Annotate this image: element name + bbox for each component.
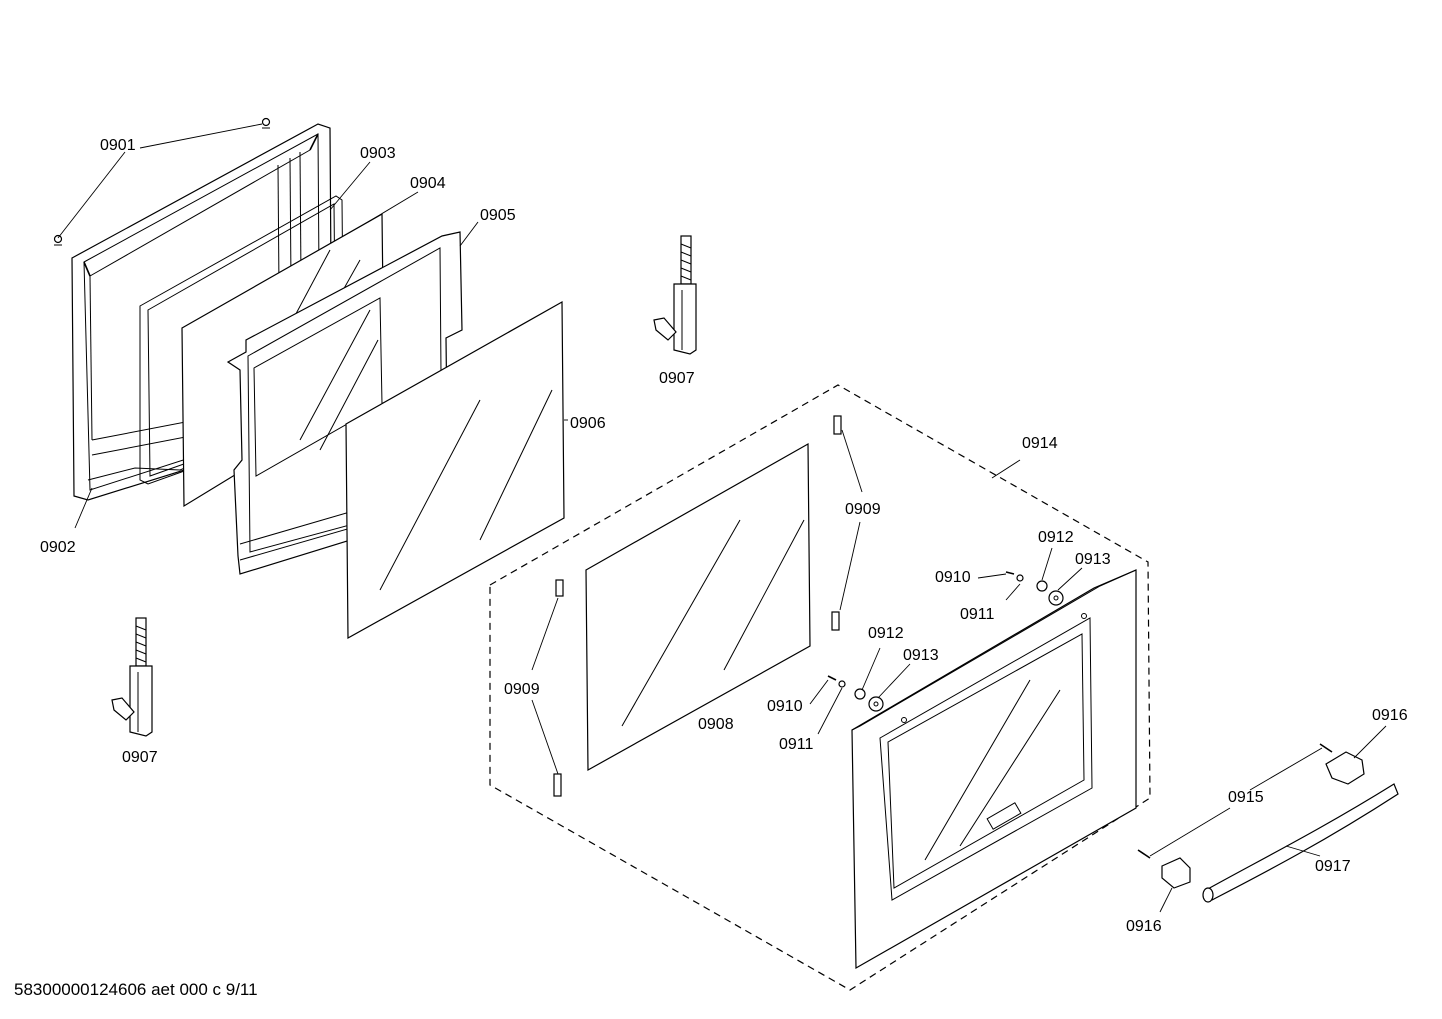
label-0916-right: 0916 bbox=[1372, 707, 1408, 724]
label-0901: 0901 bbox=[100, 137, 136, 154]
label-0904: 0904 bbox=[410, 175, 446, 192]
label-0913-right: 0913 bbox=[1075, 551, 1111, 568]
label-0905: 0905 bbox=[480, 207, 516, 224]
screw-icon bbox=[53, 234, 63, 244]
label-0911-left: 0911 bbox=[779, 736, 814, 753]
part-0908-glass-pane bbox=[585, 442, 811, 772]
hardware-0910-0913 bbox=[827, 571, 1064, 712]
label-0914: 0914 bbox=[1022, 435, 1058, 452]
label-0909-left: 0909 bbox=[504, 681, 540, 698]
label-0913-left: 0913 bbox=[903, 647, 939, 664]
label-0916-left: 0916 bbox=[1126, 918, 1162, 935]
part-0917-handle bbox=[1202, 783, 1399, 903]
label-0903: 0903 bbox=[360, 145, 396, 162]
label-0907-top: 0907 bbox=[659, 370, 695, 387]
part-labels: 0901 0902 0903 0904 0905 0906 0907 0907 … bbox=[40, 137, 1408, 935]
part-0915-pins bbox=[1137, 743, 1333, 859]
part-0914-outer-door bbox=[851, 569, 1137, 970]
label-0910-right: 0910 bbox=[935, 569, 971, 586]
label-0910-left: 0910 bbox=[767, 698, 803, 715]
clip-icon bbox=[833, 415, 842, 435]
label-0912-right: 0912 bbox=[1038, 529, 1074, 546]
label-0915: 0915 bbox=[1228, 789, 1264, 806]
part-0906-glass-pane bbox=[345, 300, 565, 640]
part-0916-end-caps bbox=[1161, 751, 1365, 889]
drawing-code: 58300000124606 aet 000 c 9/11 bbox=[14, 980, 258, 999]
label-0909-right: 0909 bbox=[845, 501, 881, 518]
part-0909-clips bbox=[553, 415, 842, 797]
clip-icon bbox=[555, 579, 564, 597]
label-0906: 0906 bbox=[570, 415, 606, 432]
screw-icon bbox=[261, 117, 271, 127]
label-0912-left: 0912 bbox=[868, 625, 904, 642]
part-0907-hinge-bottom bbox=[111, 617, 153, 737]
assembly-0914-boundary bbox=[489, 384, 1151, 991]
clip-icon bbox=[831, 611, 840, 631]
label-0902: 0902 bbox=[40, 539, 76, 556]
label-0908: 0908 bbox=[698, 716, 734, 733]
part-0907-hinge-top bbox=[653, 235, 697, 355]
clip-icon bbox=[553, 773, 562, 797]
label-0911-right: 0911 bbox=[960, 606, 995, 623]
leader-lines bbox=[57, 123, 1387, 913]
label-0917: 0917 bbox=[1315, 858, 1351, 875]
label-0907-bottom: 0907 bbox=[122, 749, 158, 766]
